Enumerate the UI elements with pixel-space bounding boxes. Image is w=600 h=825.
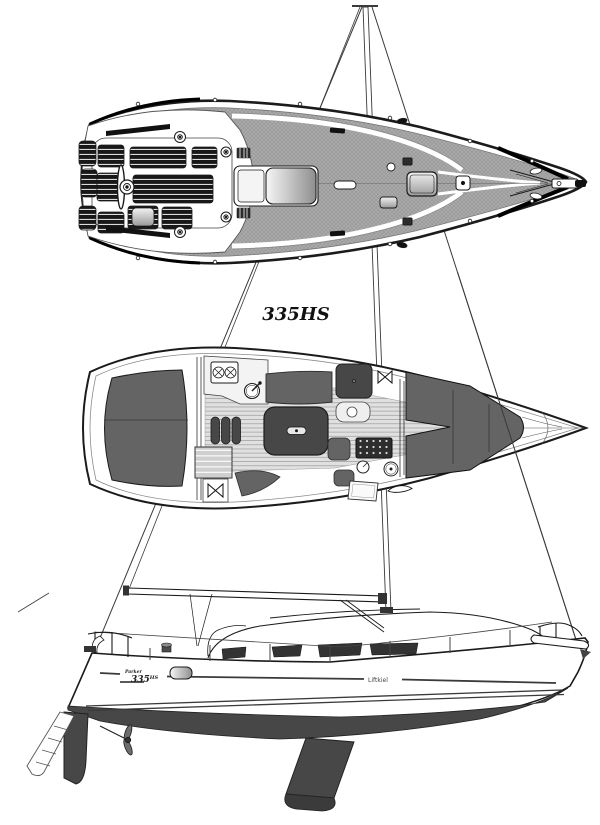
deck-vent (386, 162, 396, 172)
winches (174, 131, 232, 238)
winch (220, 146, 232, 158)
rigging-lines (17, 5, 579, 647)
boom (123, 585, 387, 647)
aft-berth (104, 369, 188, 487)
cabin-window (221, 646, 247, 660)
winch (174, 226, 186, 238)
coachroof (207, 608, 549, 659)
coachroof-edge-lines (231, 112, 466, 250)
rope-clutches (236, 147, 251, 219)
deck-cleats (396, 117, 408, 249)
swim-ladder (26, 711, 75, 777)
cabin-window (271, 644, 303, 658)
rudder (63, 711, 89, 785)
boot-stripes (85, 672, 565, 712)
hull-liner-line (89, 353, 580, 503)
coachroof-edge-bands (231, 113, 541, 249)
profile-view: Parker 335HS Liftkiel (26, 585, 591, 812)
v-berth (405, 371, 524, 479)
hull-logo-brand: Parker (124, 669, 143, 675)
cockpit-locker-lid (131, 207, 155, 227)
interior-plan-view (82, 346, 589, 510)
stanchions (135, 97, 535, 265)
stern-mooring-line (17, 592, 50, 613)
companionway-steps (194, 446, 233, 479)
hull-logo: Parker 335HS (120, 669, 159, 685)
cabin-windows (221, 642, 419, 660)
galley-stove (210, 361, 239, 384)
coaming-winch (161, 642, 172, 653)
settee-starboard (327, 437, 351, 461)
quarter-berth-entry (234, 470, 281, 497)
bow-fitting (509, 167, 586, 200)
steering-wheel (116, 164, 135, 210)
mast-step (380, 607, 393, 613)
forepeak-locker-lines (521, 411, 584, 445)
mainsheet (189, 593, 213, 647)
side-table (335, 401, 371, 423)
bow-cleat (529, 167, 543, 175)
sprayhood (207, 625, 247, 657)
nav-gauges (356, 460, 399, 477)
propeller (99, 724, 133, 756)
hull-logo-model: 335HS (131, 675, 159, 685)
saloon-table (263, 406, 329, 456)
anchor-blade (580, 649, 591, 659)
sliding-hatch (265, 167, 317, 205)
underwater-body (67, 687, 569, 740)
settee-port (265, 370, 333, 405)
nav-seat (333, 469, 355, 487)
teak-seats (78, 140, 218, 234)
fore-hatch (406, 171, 438, 197)
roof-handrail (269, 608, 421, 619)
boat-symbol-icon (387, 485, 413, 493)
head-door-symbol (377, 369, 393, 385)
hull-window (169, 666, 193, 680)
small-deck-hatch (379, 196, 398, 209)
outboard-bracket (84, 646, 96, 652)
forestay-line-over (457, 271, 579, 647)
lifelines (93, 621, 553, 662)
keel-type-label: Liftkiel (368, 677, 388, 684)
galley-sink (243, 381, 262, 400)
winch (174, 131, 186, 143)
anchor-sprit (530, 634, 591, 659)
companionway-door-symbol (202, 478, 229, 503)
bow-cleat (529, 192, 543, 200)
cabin-window (369, 642, 419, 656)
deck-plan-view (78, 97, 588, 265)
winch (220, 211, 232, 223)
gooseneck (378, 593, 387, 604)
mainsheet-traveler (333, 180, 357, 190)
anchor-roller (551, 178, 579, 189)
genoa-tracks (106, 124, 346, 238)
head-drain-dot (352, 379, 356, 383)
nav-instrument-panel (355, 437, 393, 459)
galley-locker-louvers (210, 416, 241, 445)
model-label: 335HS (262, 304, 330, 325)
toerail (89, 97, 569, 265)
cabin-window (317, 642, 363, 658)
lift-keel (284, 737, 355, 812)
deck-organizers (402, 157, 413, 226)
companionway-hatch (233, 165, 319, 207)
chart-table (347, 480, 379, 502)
mast-line (362, 6, 392, 613)
galley (203, 355, 269, 445)
mast-foot-dot (460, 180, 466, 186)
stern-pushpit (84, 631, 133, 657)
